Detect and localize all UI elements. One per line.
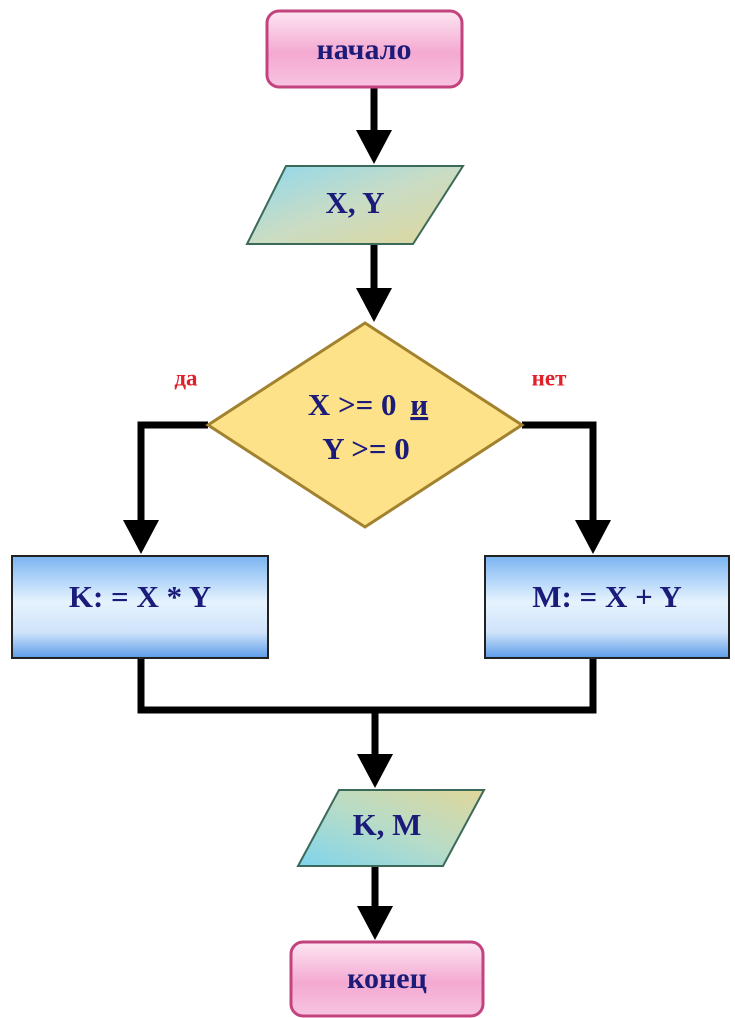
decision-node: X >= 0 и Y >= 0 [205, 321, 525, 529]
branch-no-label: нет [532, 365, 567, 390]
process-right-node: M: = X + Y [484, 555, 730, 659]
branch-yes-label: да [174, 365, 198, 390]
process-right-label: M: = X + Y [532, 579, 682, 614]
input-label: X, Y [325, 185, 384, 220]
end-label: конец [347, 962, 427, 995]
decision-connective: и [410, 387, 428, 422]
connector-merge [137, 658, 597, 714]
end-node: конец [289, 940, 485, 1018]
process-left-node: K: = X * Y [11, 555, 269, 659]
arrowhead-process-left [123, 520, 159, 554]
start-node: начало [265, 9, 464, 89]
decision-condition-line1: X >= 0 и [308, 387, 428, 422]
arrowhead-output [357, 754, 393, 788]
output-node: K, M [296, 789, 486, 867]
output-label: K, M [353, 807, 422, 842]
decision-condition-line2: Y >= 0 [322, 431, 410, 466]
arrowhead-input [356, 130, 392, 164]
connector-no-branch [522, 421, 597, 530]
connector-yes-branch [137, 421, 208, 530]
arrowhead-process-right [575, 520, 611, 554]
process-left-label: K: = X * Y [69, 579, 211, 614]
input-node: X, Y [245, 165, 465, 245]
connectors [123, 88, 611, 940]
arrowhead-decision [356, 288, 392, 322]
decision-line1-text: X >= 0 [308, 387, 397, 422]
arrowhead-end [357, 906, 393, 940]
start-label: начало [316, 33, 411, 66]
